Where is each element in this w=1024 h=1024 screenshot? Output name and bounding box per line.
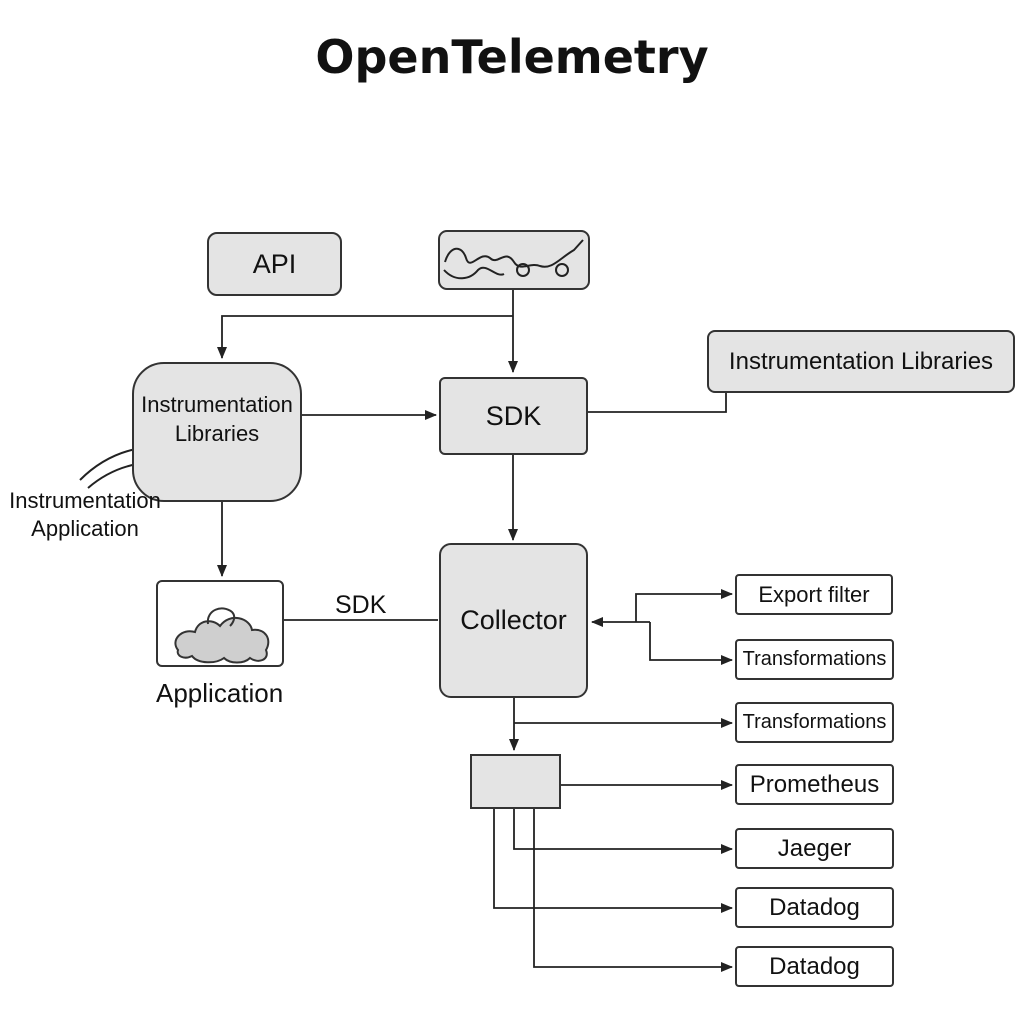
output-label: Datadog <box>769 952 860 980</box>
squiggle-box <box>438 230 590 290</box>
sdk-link-label: SDK <box>335 591 387 619</box>
output-label: Transformations <box>742 648 887 670</box>
output-label: Jaeger <box>777 834 852 862</box>
output-label: Datadog <box>769 893 860 921</box>
output-transformations-1: Transformations <box>735 639 894 680</box>
connector-jaeger <box>513 809 733 854</box>
output-datadog-2: Datadog <box>735 946 894 987</box>
application-label: Application <box>156 678 284 708</box>
application-node <box>156 580 284 667</box>
output-label: Export filter <box>758 581 870 607</box>
instrumentation-libraries-right-label: Instrumentation Libraries <box>728 347 994 375</box>
connector-transformations-1 <box>649 622 733 665</box>
instrumentation-libraries-node-right: Instrumentation Libraries <box>707 330 1015 393</box>
connector-right-libraries-to-sdk <box>588 393 727 413</box>
connector-top-to-left-libraries <box>217 315 513 359</box>
output-prometheus: Prometheus <box>735 764 894 805</box>
processor-node <box>470 754 561 809</box>
cloud-icon <box>174 607 270 664</box>
squiggle-map-icon <box>443 239 584 280</box>
output-jaeger: Jaeger <box>735 828 894 869</box>
connector-datadog-2 <box>533 809 733 972</box>
page-title: OpenTelemetry <box>315 30 709 84</box>
sdk-node-label: SDK <box>485 400 542 431</box>
connector-export-filter <box>635 589 733 622</box>
output-export-filter: Export filter <box>735 574 893 615</box>
collector-node-label: Collector <box>460 605 567 635</box>
instrumentation-libraries-node-left: Instrumentation Libraries <box>132 362 302 502</box>
api-node-label: API <box>252 248 297 279</box>
collector-node: Collector <box>439 543 588 698</box>
instrumentation-libraries-left-label: Instrumentation Libraries <box>141 392 293 446</box>
output-label: Prometheus <box>749 770 880 798</box>
connector-datadog-1 <box>493 809 733 913</box>
output-label: Transformations <box>742 711 887 733</box>
api-node: API <box>207 232 342 296</box>
output-transformations-2: Transformations <box>735 702 894 743</box>
sdk-node: SDK <box>439 377 588 455</box>
instrumentation-application-label: Instrumentation Application <box>9 488 161 541</box>
output-datadog-1: Datadog <box>735 887 894 928</box>
